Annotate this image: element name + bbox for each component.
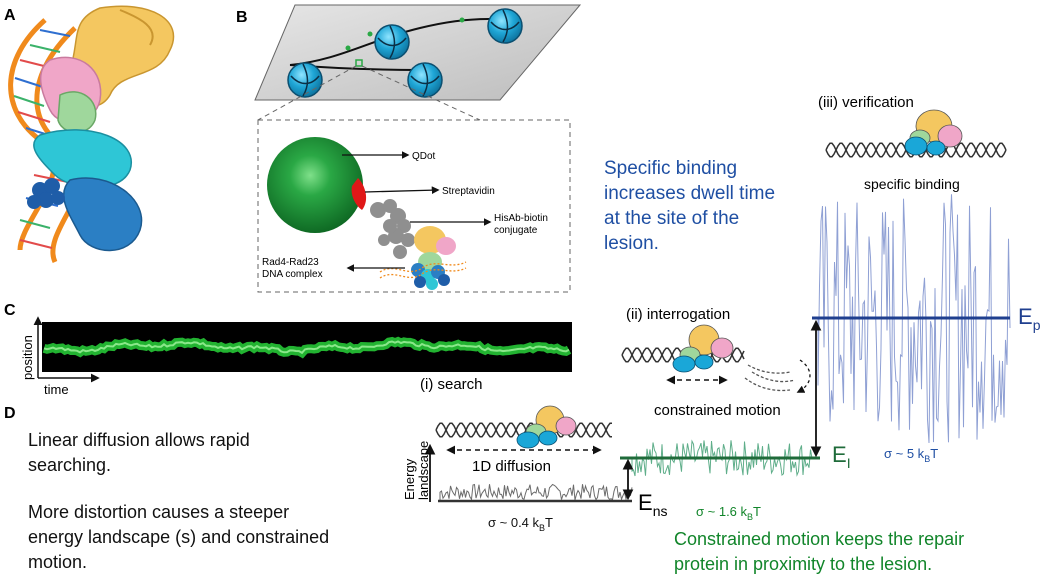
qdot-spheres	[287, 8, 523, 98]
search-stage-label: (i) search	[420, 376, 483, 393]
diffusion-label: 1D diffusion	[472, 458, 551, 475]
panel-c-label: C	[4, 302, 16, 319]
qdot-complex-illustration	[267, 137, 492, 290]
distortion-line1: More distortion causes a steeper	[28, 502, 289, 522]
panel-a-structure	[8, 5, 175, 264]
position-axis-label: position	[20, 335, 35, 380]
streptavidin-arrow	[364, 186, 440, 195]
rad-label-line1: Rad4-Rad23	[262, 257, 319, 268]
kymograph	[42, 322, 572, 372]
linear-diffusion-line1: Linear diffusion allows rapid	[28, 430, 250, 450]
constrained-motion-line1: Constrained motion keeps the repair	[674, 529, 964, 549]
streptavidin-label: Streptavidin	[442, 186, 495, 197]
time-axis-label: time	[44, 382, 69, 397]
specific-binding-line1: Specific binding	[604, 158, 737, 179]
hisab-label-line1: HisAb-biotin	[494, 213, 548, 224]
zoom-lines	[257, 65, 571, 293]
rad-label-line2: DNA complex	[262, 269, 323, 280]
trace-verification	[817, 194, 1011, 444]
sigma-verification: σ ~ 5 kBT	[884, 446, 938, 464]
hisab-label-line2: conjugate	[494, 225, 538, 236]
qdot-label: QDot	[412, 151, 436, 162]
sigma-interrogation: σ ~ 1.6 kBT	[696, 504, 761, 522]
protein-ribbons-image	[27, 5, 175, 252]
specific-binding-line3: at the site of the	[604, 208, 739, 229]
specific-binding-line4: lesion.	[604, 233, 659, 254]
rad4-dna-blob	[379, 226, 467, 290]
interrogation-stage-label: (ii) interrogation	[626, 306, 730, 323]
energy-landscape	[424, 194, 1011, 503]
energy-axis-label-line1: Energy	[402, 458, 417, 500]
dna-interrogation-illustration	[621, 324, 811, 393]
distortion-line2: energy landscape (s) and constrained	[28, 527, 329, 547]
panel-d-label: D	[4, 405, 16, 422]
constrained-motion-line2: protein in proximity to the lesion.	[674, 554, 932, 574]
dna-verification-illustration	[825, 109, 1007, 158]
qdot-sphere	[267, 137, 363, 233]
energy-axis-label-line2: landscape	[416, 441, 431, 500]
panel-a-label: A	[4, 7, 16, 24]
e-p-label: Ep	[1018, 304, 1041, 333]
antibody-blob	[370, 199, 415, 259]
dna-search-illustration	[435, 405, 612, 455]
specific-binding-line2: increases dwell time	[604, 183, 775, 204]
verification-stage-label: (iii) verification	[818, 94, 914, 111]
constrained-motion-label: constrained motion	[654, 402, 781, 419]
e-ns-label: Ens	[638, 490, 667, 519]
streptavidin-blob	[351, 178, 367, 210]
kymograph-trace-core	[43, 340, 570, 355]
linear-diffusion-line2: searching.	[28, 455, 111, 475]
sigma-search: σ ~ 0.4 kBT	[488, 515, 553, 533]
distortion-line3: motion.	[28, 552, 87, 572]
specific-binding-label: specific binding	[864, 176, 960, 192]
trace-search	[439, 483, 633, 501]
e-i-label: EI	[832, 442, 851, 471]
panel-b-label: B	[236, 9, 248, 26]
